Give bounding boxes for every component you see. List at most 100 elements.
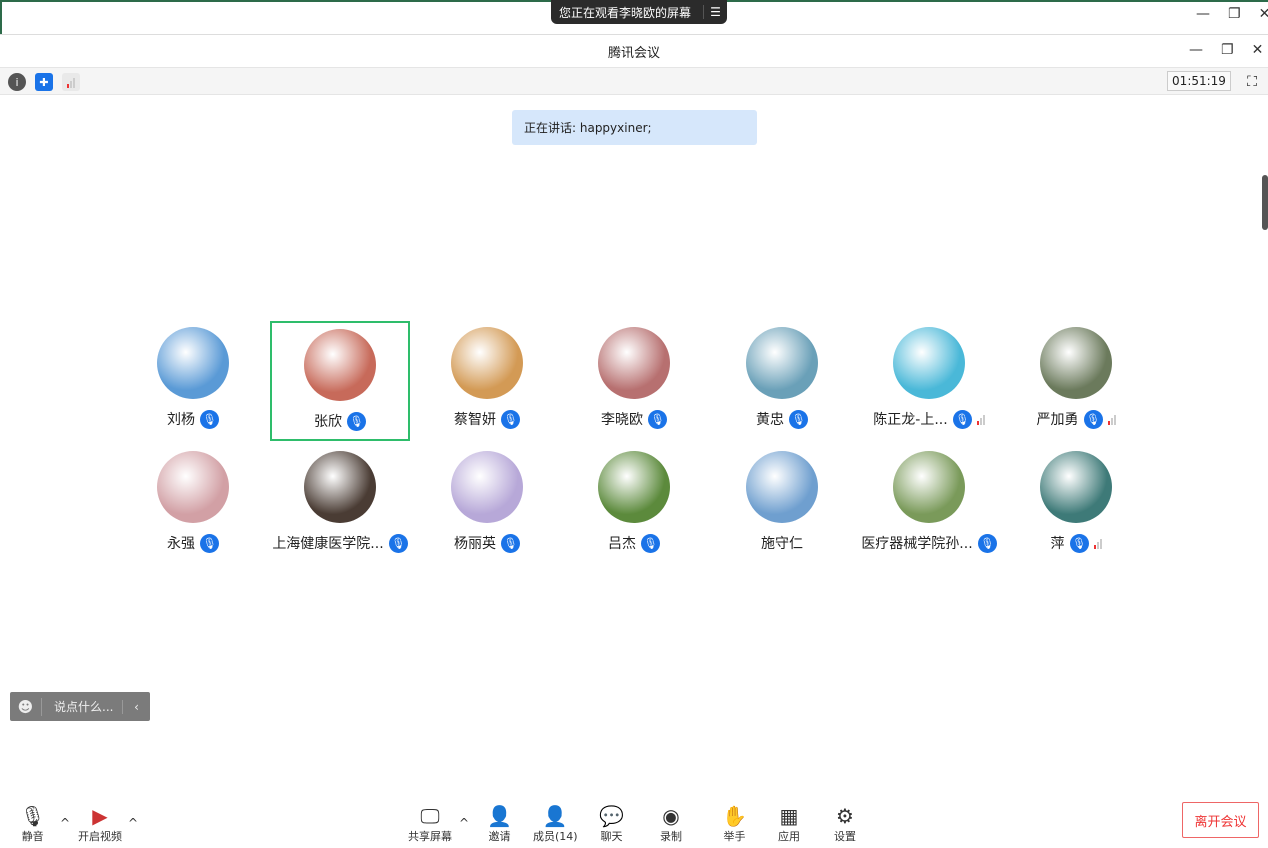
invite-icon: 👤 (487, 804, 512, 828)
participant-tile[interactable]: 蔡智妍 🎙 (417, 321, 557, 441)
collapse-icon[interactable]: ‹ (122, 699, 150, 714)
hand-label: 举手 (723, 830, 746, 843)
participant-tile[interactable]: 刘杨 🎙 (123, 321, 263, 441)
participant-name-row: 李晓欧🎙 (601, 409, 667, 429)
microphone-icon[interactable]: 🎙 (200, 533, 219, 553)
participant-tile[interactable]: 张欣 🎙 (270, 321, 410, 441)
signal-icon (976, 414, 985, 425)
participant-tile[interactable]: 黄忠 🎙 (712, 321, 852, 441)
emoji-icon[interactable]: ☻ (10, 697, 42, 716)
microphone-icon[interactable]: 🎙 (641, 533, 660, 553)
mute-button[interactable]: 🎙静音 (20, 804, 45, 844)
avatar (304, 451, 376, 523)
participant-name: 张欣 (314, 414, 342, 430)
participant-name: 永强 (167, 536, 195, 552)
scrollbar[interactable] (1262, 175, 1268, 230)
participant-tile[interactable]: 上海健康医学院...🎙 (270, 445, 410, 565)
fullscreen-icon[interactable]: ⛶ (1247, 74, 1257, 90)
settings-label: 设置 (834, 830, 856, 843)
video-options-caret[interactable]: ^ (128, 816, 139, 830)
hand-icon: ✋ (722, 804, 747, 828)
leave-meeting-button[interactable]: 离开会议 (1182, 802, 1259, 838)
avatar (893, 327, 965, 399)
participant-tile[interactable]: 严加勇🎙 (1006, 321, 1146, 441)
participant-name-row: 永强 🎙 (167, 533, 219, 553)
participant-name: 严加勇 (1036, 412, 1079, 428)
participant-name: 施守仁 (761, 536, 803, 552)
participant-name: 黄忠 (756, 412, 784, 428)
chat-icon: 💬 (599, 804, 624, 828)
close-button[interactable]: ✕ (1251, 42, 1264, 58)
share-banner-text: 您正在观看李晓欧的屏幕 (559, 5, 692, 20)
invite-button[interactable]: 👤 邀请 (487, 804, 512, 844)
avatar (746, 451, 818, 523)
microphone-icon[interactable]: 🎙 (347, 411, 366, 431)
security-shield-icon[interactable]: ✚ (35, 73, 53, 91)
share-screen-icon: 🖵 (420, 804, 440, 828)
signal-icon (1107, 414, 1116, 425)
window-controls: — ❐ ✕ (1189, 42, 1263, 58)
speaking-indicator: 正在讲话: happyxiner; (512, 110, 757, 145)
microphone-icon[interactable]: 🎙 (388, 533, 408, 553)
participant-name: 陈正龙-上... (873, 412, 948, 428)
participant-tile[interactable]: 李晓欧🎙 (564, 321, 704, 441)
video-button[interactable]: ▶开启视频 (78, 804, 122, 844)
share-screen-button[interactable]: 🖵共享屏幕 (408, 804, 452, 844)
microphone-icon[interactable]: 🎙 (952, 409, 972, 429)
microphone-icon[interactable]: 🎙 (1083, 409, 1103, 429)
members-label: 成员(14) (533, 830, 578, 843)
video-off-icon: ▶ (92, 804, 108, 828)
participant-tile[interactable]: 医疗器械学院孙...🎙 (859, 445, 999, 565)
record-button[interactable]: ◉录制 (660, 804, 682, 844)
minimize-icon[interactable]: — (1196, 6, 1210, 22)
apps-button[interactable]: ▦应用 (778, 804, 800, 844)
chat-placeholder: 说点什么... (54, 700, 114, 714)
participant-tile[interactable]: 萍🎙 (1006, 445, 1146, 565)
restore-icon[interactable]: ❐ (1228, 6, 1241, 22)
outer-window-controls: — ❐ ✕ (1196, 6, 1268, 22)
participant-tile[interactable]: 杨丽英 🎙 (417, 445, 557, 565)
record-icon: ◉ (662, 804, 680, 828)
participant-name: 蔡智妍 (454, 412, 496, 428)
minimize-button[interactable]: — (1189, 42, 1203, 58)
participant-name-row: 张欣 🎙 (314, 411, 366, 431)
microphone-icon[interactable]: 🎙 (501, 409, 520, 429)
avatar (157, 327, 229, 399)
participant-name-row: 施守仁 (761, 533, 803, 553)
microphone-icon[interactable]: 🎙 (648, 409, 667, 429)
participant-name-row: 刘杨 🎙 (167, 409, 219, 429)
close-icon[interactable]: ✕ (1258, 6, 1268, 22)
avatar (1040, 451, 1112, 523)
microphone-icon[interactable]: 🎙 (789, 409, 808, 429)
microphone-icon[interactable]: 🎙 (977, 533, 997, 553)
share-options-caret[interactable]: ^ (459, 816, 470, 830)
avatar (893, 451, 965, 523)
chat-input[interactable]: ☻ 说点什么... ‹ (10, 692, 150, 721)
microphone-icon[interactable]: 🎙 (1069, 533, 1089, 553)
members-button[interactable]: 👤成员(14) (533, 804, 578, 844)
participant-tile[interactable]: 吕杰🎙 (564, 445, 704, 565)
microphone-icon[interactable]: 🎙 (501, 533, 520, 553)
avatar (451, 451, 523, 523)
participant-tile[interactable]: 施守仁 (712, 445, 852, 565)
chat-button[interactable]: 💬聊天 (599, 804, 624, 844)
screen-share-banner[interactable]: 您正在观看李晓欧的屏幕 ☰ (551, 0, 727, 24)
signal-icon[interactable] (62, 73, 80, 91)
meeting-toolbar: i ✚ 01:51:19 ⛶ (0, 67, 1268, 95)
audio-options-caret[interactable]: ^ (60, 816, 71, 830)
menu-icon[interactable]: ☰ (703, 5, 727, 19)
raise-hand-button[interactable]: ✋ 举手 (722, 804, 747, 844)
apps-icon: ▦ (779, 804, 799, 828)
settings-button[interactable]: ⚙设置 (834, 804, 856, 844)
restore-button[interactable]: ❐ (1221, 42, 1234, 58)
participant-tile[interactable]: 永强 🎙 (123, 445, 263, 565)
avatar (598, 327, 670, 399)
microphone-icon[interactable]: 🎙 (200, 409, 219, 429)
participant-name: 杨丽英 (454, 536, 496, 552)
participant-name: 萍 (1050, 536, 1065, 552)
invite-label: 邀请 (488, 830, 511, 843)
participant-name: 刘杨 (167, 412, 195, 428)
info-icon[interactable]: i (8, 73, 26, 91)
participant-tile[interactable]: 陈正龙-上...🎙 (859, 321, 999, 441)
participant-name-row: 黄忠 🎙 (756, 409, 808, 429)
